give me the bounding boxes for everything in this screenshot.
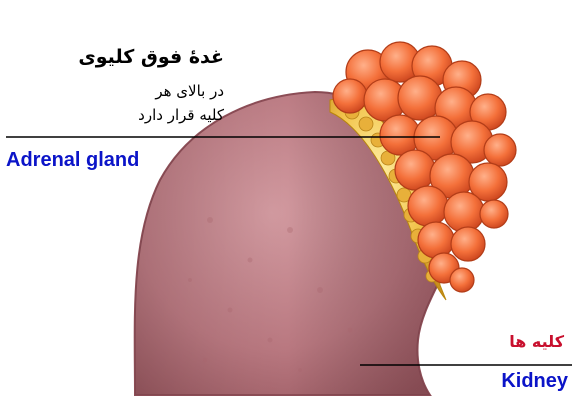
adrenal-gland-label: Adrenal gland [6,149,139,172]
adrenal-description-persian-line1: در بالای هر [155,82,224,100]
adrenal-title-persian: غدهٔ فوق کلیوی [78,46,224,68]
kidney-label: Kidney [501,370,568,393]
kidney-label-persian: کلیه ها [509,332,564,351]
adrenal-description-persian-line2: کلیه قرار دارد [138,106,224,124]
